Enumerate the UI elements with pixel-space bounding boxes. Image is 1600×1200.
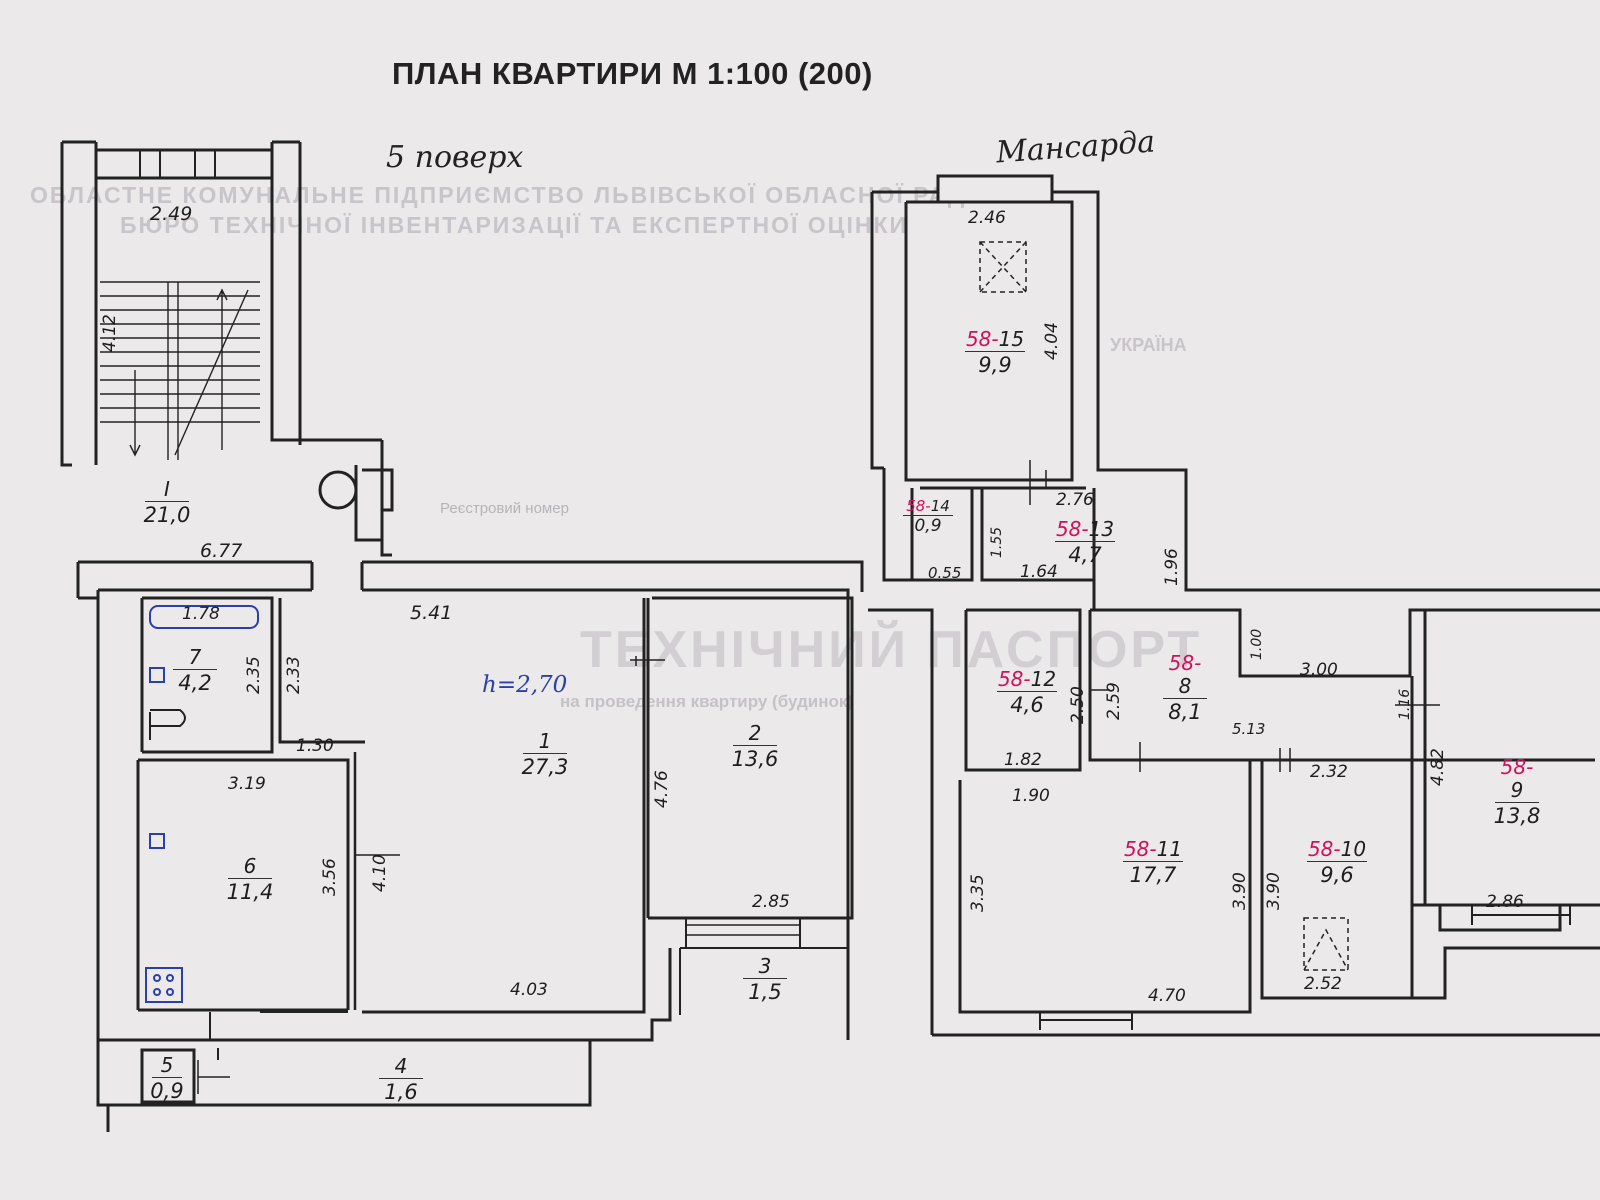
- apartment-outer-walls: [76, 560, 864, 1132]
- dim-235: 2.35: [244, 656, 264, 694]
- dim-677: 6.77: [200, 540, 243, 562]
- dim-250: 2.50: [1068, 686, 1088, 724]
- stairwell-walls: [60, 140, 382, 467]
- watermark-reg: Реєстровий номер: [440, 500, 569, 517]
- dim-403: 4.03: [510, 980, 548, 1000]
- dim-055: 0.55: [928, 564, 962, 582]
- toilet: [149, 709, 186, 740]
- dim-259: 2.59: [1104, 682, 1124, 720]
- dim-319: 3.19: [228, 774, 266, 794]
- dim-476: 4.76: [652, 770, 672, 808]
- dim-182: 1.82: [1004, 750, 1042, 770]
- dim-390-right: 3.90: [1264, 872, 1284, 910]
- ceiling-height: h=2,70: [482, 672, 568, 698]
- sink: [149, 667, 165, 849]
- watermark-line1: ОБЛАСТНЕ КОМУНАЛЬНЕ ПІДПРИЄМСТВО ЛЬВІВСЬ…: [30, 182, 985, 208]
- stove: [145, 967, 183, 1003]
- dim-178: 1.78: [182, 604, 220, 624]
- dim-116: 1.16: [1397, 688, 1413, 720]
- dim-335: 3.35: [968, 874, 988, 912]
- dim-470: 4.70: [1148, 986, 1186, 1006]
- dim-276: 2.76: [1056, 490, 1094, 510]
- plan-title: ПЛАН КВАРТИРИ М 1:100 (200): [392, 56, 873, 91]
- skylight-15: [979, 241, 1027, 293]
- dim-410: 4.10: [370, 854, 390, 892]
- attic-walls: [870, 190, 1600, 592]
- dim-190: 1.90: [1012, 786, 1050, 806]
- dim-155: 1.55: [989, 526, 1005, 558]
- watermark-country: УКРАЇНА: [1110, 335, 1187, 355]
- dim-404: 4.04: [1042, 322, 1062, 360]
- floor-note: 5 поверх: [386, 140, 524, 175]
- dim-stair-length: 4.12: [100, 314, 120, 352]
- watermark-passport-sub: на проведення квартиру (будинок): [560, 692, 854, 711]
- dim-246: 2.46: [968, 208, 1006, 228]
- watermark-passport: ТЕХНІЧНИЙ ПАСПОРТ: [580, 621, 1203, 679]
- dim-300: 3.00: [1300, 660, 1338, 680]
- dim-252: 2.52: [1304, 974, 1342, 994]
- dim-541: 5.41: [410, 602, 453, 624]
- stair-treads: [100, 281, 260, 460]
- dim-stair-width: 2.49: [150, 203, 193, 225]
- dim-130: 1.30: [296, 736, 334, 756]
- dim-232: 2.32: [1310, 762, 1348, 782]
- dim-196: 1.96: [1162, 548, 1182, 586]
- dim-285: 2.85: [752, 892, 790, 912]
- dim-482: 4.82: [1428, 748, 1448, 786]
- dim-286: 2.86: [1486, 892, 1524, 912]
- dim-100: 1.00: [1249, 628, 1265, 660]
- dim-356: 3.56: [320, 858, 340, 896]
- dim-513: 5.13: [1232, 720, 1266, 738]
- dim-390-left: 3.90: [1230, 872, 1250, 910]
- skylight-10: [1303, 917, 1349, 971]
- watermark-line2: БЮРО ТЕХНІЧНОЇ ІНВЕНТАРИЗАЦІЇ ТА ЕКСПЕРТ…: [120, 212, 909, 238]
- dim-233: 2.33: [284, 656, 304, 694]
- bathtub: [149, 605, 259, 629]
- dim-164: 1.64: [1020, 562, 1058, 582]
